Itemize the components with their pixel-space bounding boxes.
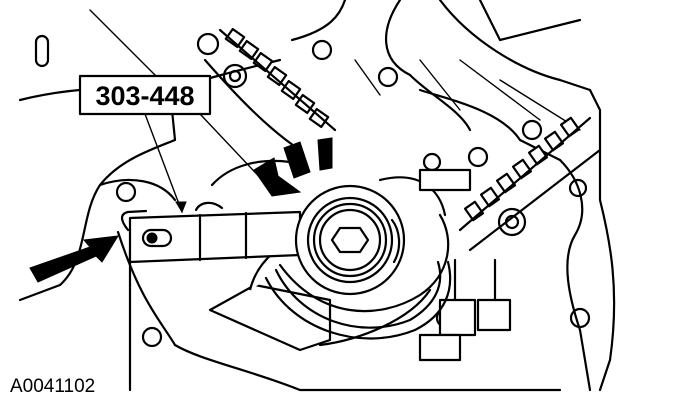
right-timing-chain bbox=[458, 116, 602, 252]
bolt-bosses bbox=[115, 32, 591, 348]
tensioner-bracket bbox=[418, 168, 512, 362]
curved-guide bbox=[210, 159, 452, 340]
special-tool-303-448 bbox=[120, 201, 302, 264]
orientation-mark-icon bbox=[34, 34, 50, 68]
left-arrow-icon bbox=[29, 235, 119, 283]
tensioner-pulley bbox=[294, 184, 406, 296]
figure-id: A0041102 bbox=[10, 376, 95, 397]
upper-timing-chain bbox=[203, 27, 337, 152]
tool-callout: 303-448 bbox=[78, 74, 269, 214]
callout-label: 303-448 bbox=[95, 81, 194, 111]
down-arrow-icon bbox=[253, 157, 302, 197]
motion-arrows bbox=[29, 137, 333, 283]
